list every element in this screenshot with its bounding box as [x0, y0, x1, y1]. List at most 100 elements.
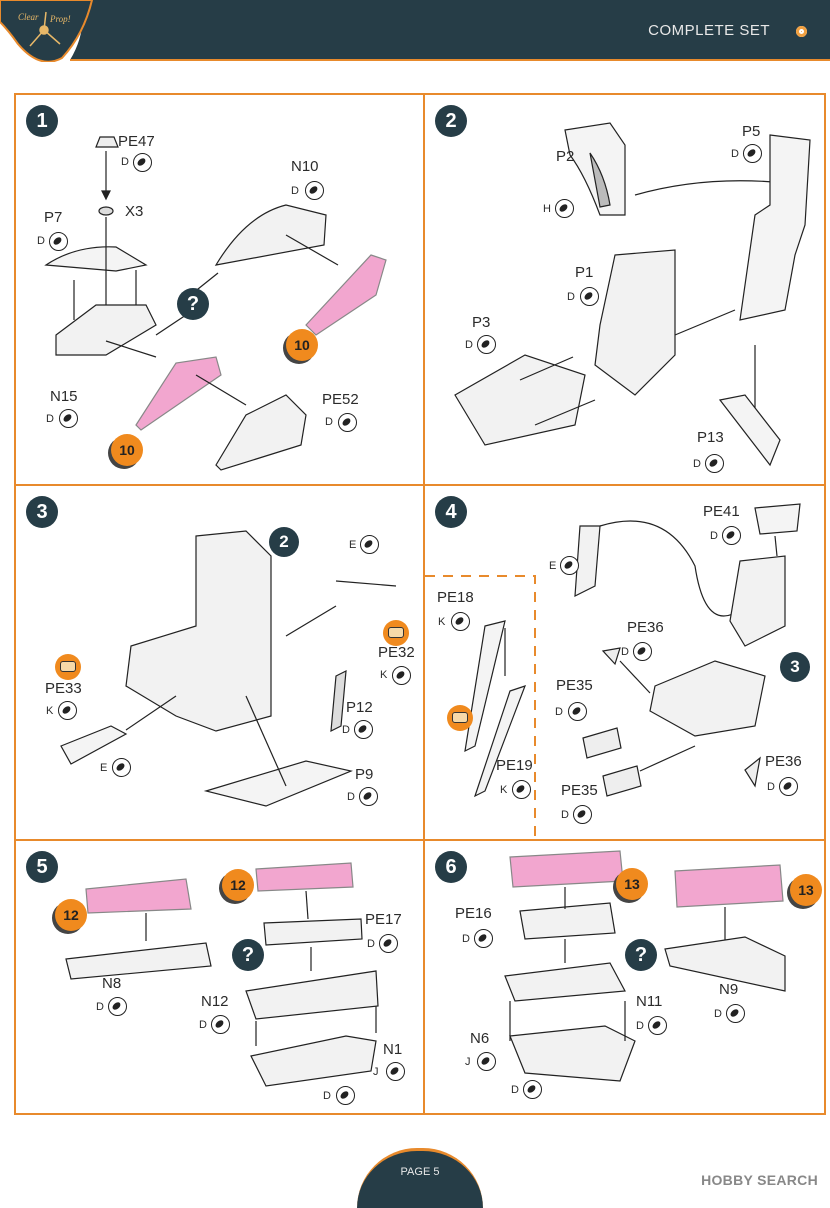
paint-code: D: [567, 291, 575, 303]
decal-ref-badge: 12: [55, 899, 87, 931]
step-1-illustration: [44, 136, 387, 471]
part-label: N15: [50, 388, 78, 405]
part-label: PE36: [627, 619, 664, 636]
paint-icon: [726, 1004, 745, 1023]
brand-logo: Clear Prop!: [18, 11, 71, 47]
paint-icon: [512, 780, 531, 799]
paint-icon: [743, 144, 762, 163]
paint-icon: [386, 1062, 405, 1081]
part-label: PE18: [437, 589, 474, 606]
paint-code: D: [46, 413, 54, 425]
paint-code: D: [511, 1084, 519, 1096]
help-icon: ?: [232, 939, 264, 971]
step-ref-badge: 3: [780, 652, 810, 682]
paint-code: H: [543, 203, 551, 215]
paint-icon: [477, 335, 496, 354]
paint-code: D: [767, 781, 775, 793]
part-label: N6: [470, 1030, 490, 1047]
part-label: PE41: [703, 503, 740, 520]
part-label: PE35: [556, 677, 593, 694]
part-label: N1: [383, 1041, 403, 1058]
paint-code: E: [549, 560, 557, 572]
paint-icon: [523, 1080, 542, 1099]
help-icon: ?: [177, 288, 209, 320]
paint-code: D: [121, 156, 129, 168]
watermark-text: HOBBY SEARCH: [701, 1172, 818, 1188]
paint-code: D: [199, 1019, 207, 1031]
paint-icon: [354, 720, 373, 739]
photo-etch-icon: [447, 705, 473, 731]
part-label: P3: [472, 314, 491, 331]
step-4-illustration: [425, 503, 801, 839]
instruction-grid: 1 PE47: [14, 93, 826, 1115]
paint-icon: [338, 413, 357, 432]
part-label: N9: [719, 981, 739, 998]
paint-icon: [58, 701, 77, 720]
step-number: 5: [26, 851, 58, 883]
paint-code: D: [693, 458, 701, 470]
part-label: PE35: [561, 782, 598, 799]
step-ref-badge: 2: [269, 527, 299, 557]
photo-etch-icon: [383, 620, 409, 646]
part-label: P9: [355, 766, 374, 783]
part-label: P12: [346, 699, 373, 716]
svg-text:Clear: Clear: [18, 12, 39, 22]
step-3-illustration: [60, 530, 397, 807]
page-footer-tab: [357, 1148, 483, 1208]
photo-etch-icon: [55, 654, 81, 680]
paint-code: E: [349, 539, 357, 551]
decal-ref-badge: 13: [616, 868, 648, 900]
page-header: Clear Prop! COMPLETE SET: [0, 0, 830, 62]
decal-ref-badge: 10: [111, 434, 143, 466]
part-label: N10: [291, 158, 319, 175]
page-title: COMPLETE SET: [648, 22, 770, 39]
paint-code: D: [555, 706, 563, 718]
step-2-panel: 2 P2 H P5 D P1 D P3 D: [423, 93, 826, 486]
paint-code: J: [373, 1066, 379, 1078]
part-label: PE52: [322, 391, 359, 408]
step-6-panel: 6 13 13 PE16 D ? N11 D N9 D: [423, 839, 826, 1115]
paint-icon: [59, 409, 78, 428]
paint-icon: [779, 777, 798, 796]
paint-code: D: [636, 1020, 644, 1032]
step-2-illustration: [454, 122, 811, 467]
paint-icon: [633, 642, 652, 661]
part-label: P13: [697, 429, 724, 446]
paint-code: D: [731, 148, 739, 160]
paint-icon: [108, 997, 127, 1016]
paint-icon: [379, 934, 398, 953]
part-label: P7: [44, 209, 63, 226]
paint-code: K: [438, 616, 446, 628]
paint-code: K: [500, 784, 508, 796]
paint-icon: [722, 526, 741, 545]
decal-ref-badge: 12: [222, 869, 254, 901]
paint-icon: [580, 287, 599, 306]
step-number: 2: [435, 105, 467, 137]
step-3-panel: 3 2 E PE32 K PE33 K E P12 D P: [14, 484, 425, 841]
paint-icon: [474, 929, 493, 948]
header-badge-icon: [796, 26, 807, 37]
part-label: PE17: [365, 911, 402, 928]
paint-icon: [555, 199, 574, 218]
part-label: PE19: [496, 757, 533, 774]
paint-code: D: [291, 185, 299, 197]
decal-ref-badge: 13: [790, 874, 822, 906]
paint-icon: [49, 232, 68, 251]
paint-icon: [705, 454, 724, 473]
paint-code: D: [347, 791, 355, 803]
part-label: P2: [556, 148, 575, 165]
paint-code: D: [323, 1090, 331, 1102]
decal-ref-badge: 10: [286, 329, 318, 361]
paint-code: D: [37, 235, 45, 247]
paint-code: E: [100, 762, 108, 774]
paint-icon: [359, 787, 378, 806]
help-icon: ?: [625, 939, 657, 971]
step-number: 3: [26, 496, 58, 528]
paint-icon: [211, 1015, 230, 1034]
header-band: [0, 0, 830, 62]
paint-icon: [560, 556, 579, 575]
step-1-panel: 1 PE47: [14, 93, 425, 486]
paint-icon: [477, 1052, 496, 1071]
page-number: PAGE 5: [400, 1166, 440, 1178]
part-label: N12: [201, 993, 229, 1010]
